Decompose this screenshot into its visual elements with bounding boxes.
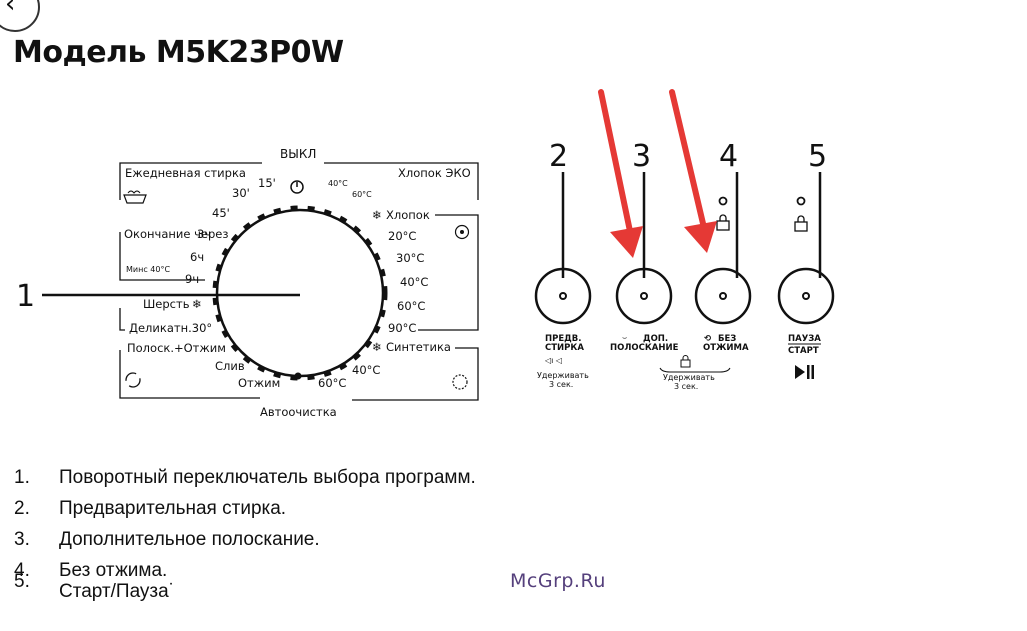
rinse-icon: ⌣	[622, 333, 627, 342]
dial-label-synthetic: Синтетика	[386, 340, 451, 354]
button-pause-start[interactable]: 5 ПАУЗА СТАРТ	[777, 139, 835, 379]
nospin-icon: ⟲	[704, 334, 711, 344]
dial-label-90c: 90°С	[388, 321, 416, 335]
dial-label-daily: Ежедневная стирка	[125, 166, 246, 180]
dial-label-min40: Минс 40°С	[126, 265, 170, 274]
group-box-rinse	[119, 350, 260, 399]
dial-label-selfclean: Автоочистка	[260, 405, 337, 419]
dial-label-9h: 9ч	[185, 272, 199, 286]
dial-label-wool: Шерсть	[143, 297, 190, 311]
pause-label: ПАУЗА	[788, 334, 821, 344]
basin-icon	[123, 190, 147, 204]
button-extra-rinse[interactable]: 3 ⌣ ДОП. ПОЛОСКАНИЕ	[610, 139, 679, 353]
rinse-label-1: ДОП.	[643, 334, 668, 344]
start-label: СТАРТ	[788, 346, 819, 356]
dial-label-delay: Окончание через	[124, 227, 228, 241]
power-icon	[290, 180, 304, 194]
arrow-head-4	[684, 221, 717, 253]
callout-2: 2	[549, 139, 568, 174]
cotton-icon	[454, 224, 470, 240]
sound-icon: ◁ı ◁	[544, 356, 562, 365]
callout-3: 3	[632, 139, 651, 174]
snowflake-icon: ❄	[372, 340, 382, 354]
dial-label-15: 15'	[258, 176, 276, 190]
callout-1: 1	[16, 279, 35, 314]
play-pause-icon	[795, 365, 814, 379]
watermark: McGrp.Ru	[510, 570, 606, 592]
synthetic-icon	[452, 374, 468, 390]
arrow-to-button-3	[598, 89, 634, 239]
group-box-cotton	[418, 214, 479, 331]
callout-4: 4	[719, 139, 738, 174]
dial-label-cotton: Хлопок	[386, 208, 430, 222]
rinse-label-2: ПОЛОСКАНИЕ	[610, 343, 679, 353]
group-box-synthetic	[352, 347, 479, 401]
group-box-eco	[324, 162, 479, 200]
nospin-label-1: БЕЗ	[718, 334, 736, 344]
dial-label-syn40: 40°С	[352, 363, 380, 377]
snowflake-icon: ❄	[372, 208, 382, 222]
hold-bracket: Удерживать 3 сек.	[659, 355, 731, 391]
lock-icon	[716, 214, 730, 231]
callout-5: 5	[808, 139, 827, 174]
annotation-arrows	[598, 89, 717, 258]
spin-icon	[125, 372, 141, 388]
eco-temp-40: 40°С	[328, 179, 348, 188]
group-box-wool	[119, 308, 125, 331]
dial-label-20: 20°С	[388, 229, 416, 243]
prewash-label-2: СТИРКА	[545, 343, 584, 353]
eco-temp-60: 60°С	[352, 190, 372, 199]
child-lock-icon	[794, 215, 808, 232]
arrow-head-3	[610, 226, 643, 258]
dial-label-delicates: Деликатн.30°	[129, 321, 212, 335]
dial-label-eco: Хлопок ЭКО	[398, 166, 471, 180]
dial-label-off: ВЫКЛ	[280, 147, 316, 161]
button-no-spin[interactable]: 4 ⟲ БЕЗ ОТЖИМА	[694, 139, 752, 353]
dial-label-45: 45'	[212, 206, 230, 220]
dial-label-drain: Слив	[215, 359, 245, 373]
dial-label-6h: 6ч	[190, 250, 204, 264]
arrow-to-button-4	[669, 89, 708, 235]
program-ring	[212, 205, 388, 381]
hold-shared-2: 3 сек.	[674, 382, 698, 391]
group-box-daily	[119, 162, 262, 200]
dial-label-rinse: Полоск.+Отжим	[127, 341, 226, 355]
button-prewash[interactable]: 2 ПРЕДВ. СТИРКА ◁ı ◁ Удерживать 3 сек.	[534, 139, 592, 389]
nospin-label-2: ОТЖИМА	[703, 343, 749, 353]
prewash-label-1: ПРЕДВ.	[545, 334, 581, 344]
dial-label-syn60: 60°С	[318, 376, 346, 390]
dial-dot-selfclean	[294, 372, 302, 380]
hold-shared-1: Удерживать	[663, 373, 715, 382]
dial-label-3h: 3ч	[197, 227, 211, 241]
child-lock-icon	[680, 355, 691, 368]
chevron-left-icon: ‹	[5, 0, 16, 19]
dial-label-40c: 40°С	[400, 275, 428, 289]
snowflake-icon: ❄	[192, 297, 202, 311]
program-dial: 1 ВЫКЛ Ежедневная стирка 15' 30' 45' Око…	[16, 147, 479, 419]
dial-label-30: 30'	[232, 186, 250, 200]
dial-label-30c: 30°С	[396, 251, 424, 265]
prewash-hold-2: 3 сек.	[549, 380, 573, 389]
group-box-delay	[119, 232, 205, 281]
dial-label-60c: 60°С	[397, 299, 425, 313]
page-title: Модель M5K23P0W	[13, 35, 344, 70]
dial-label-spin: Отжим	[238, 376, 280, 390]
prewash-hold-1: Удерживать	[537, 371, 589, 380]
